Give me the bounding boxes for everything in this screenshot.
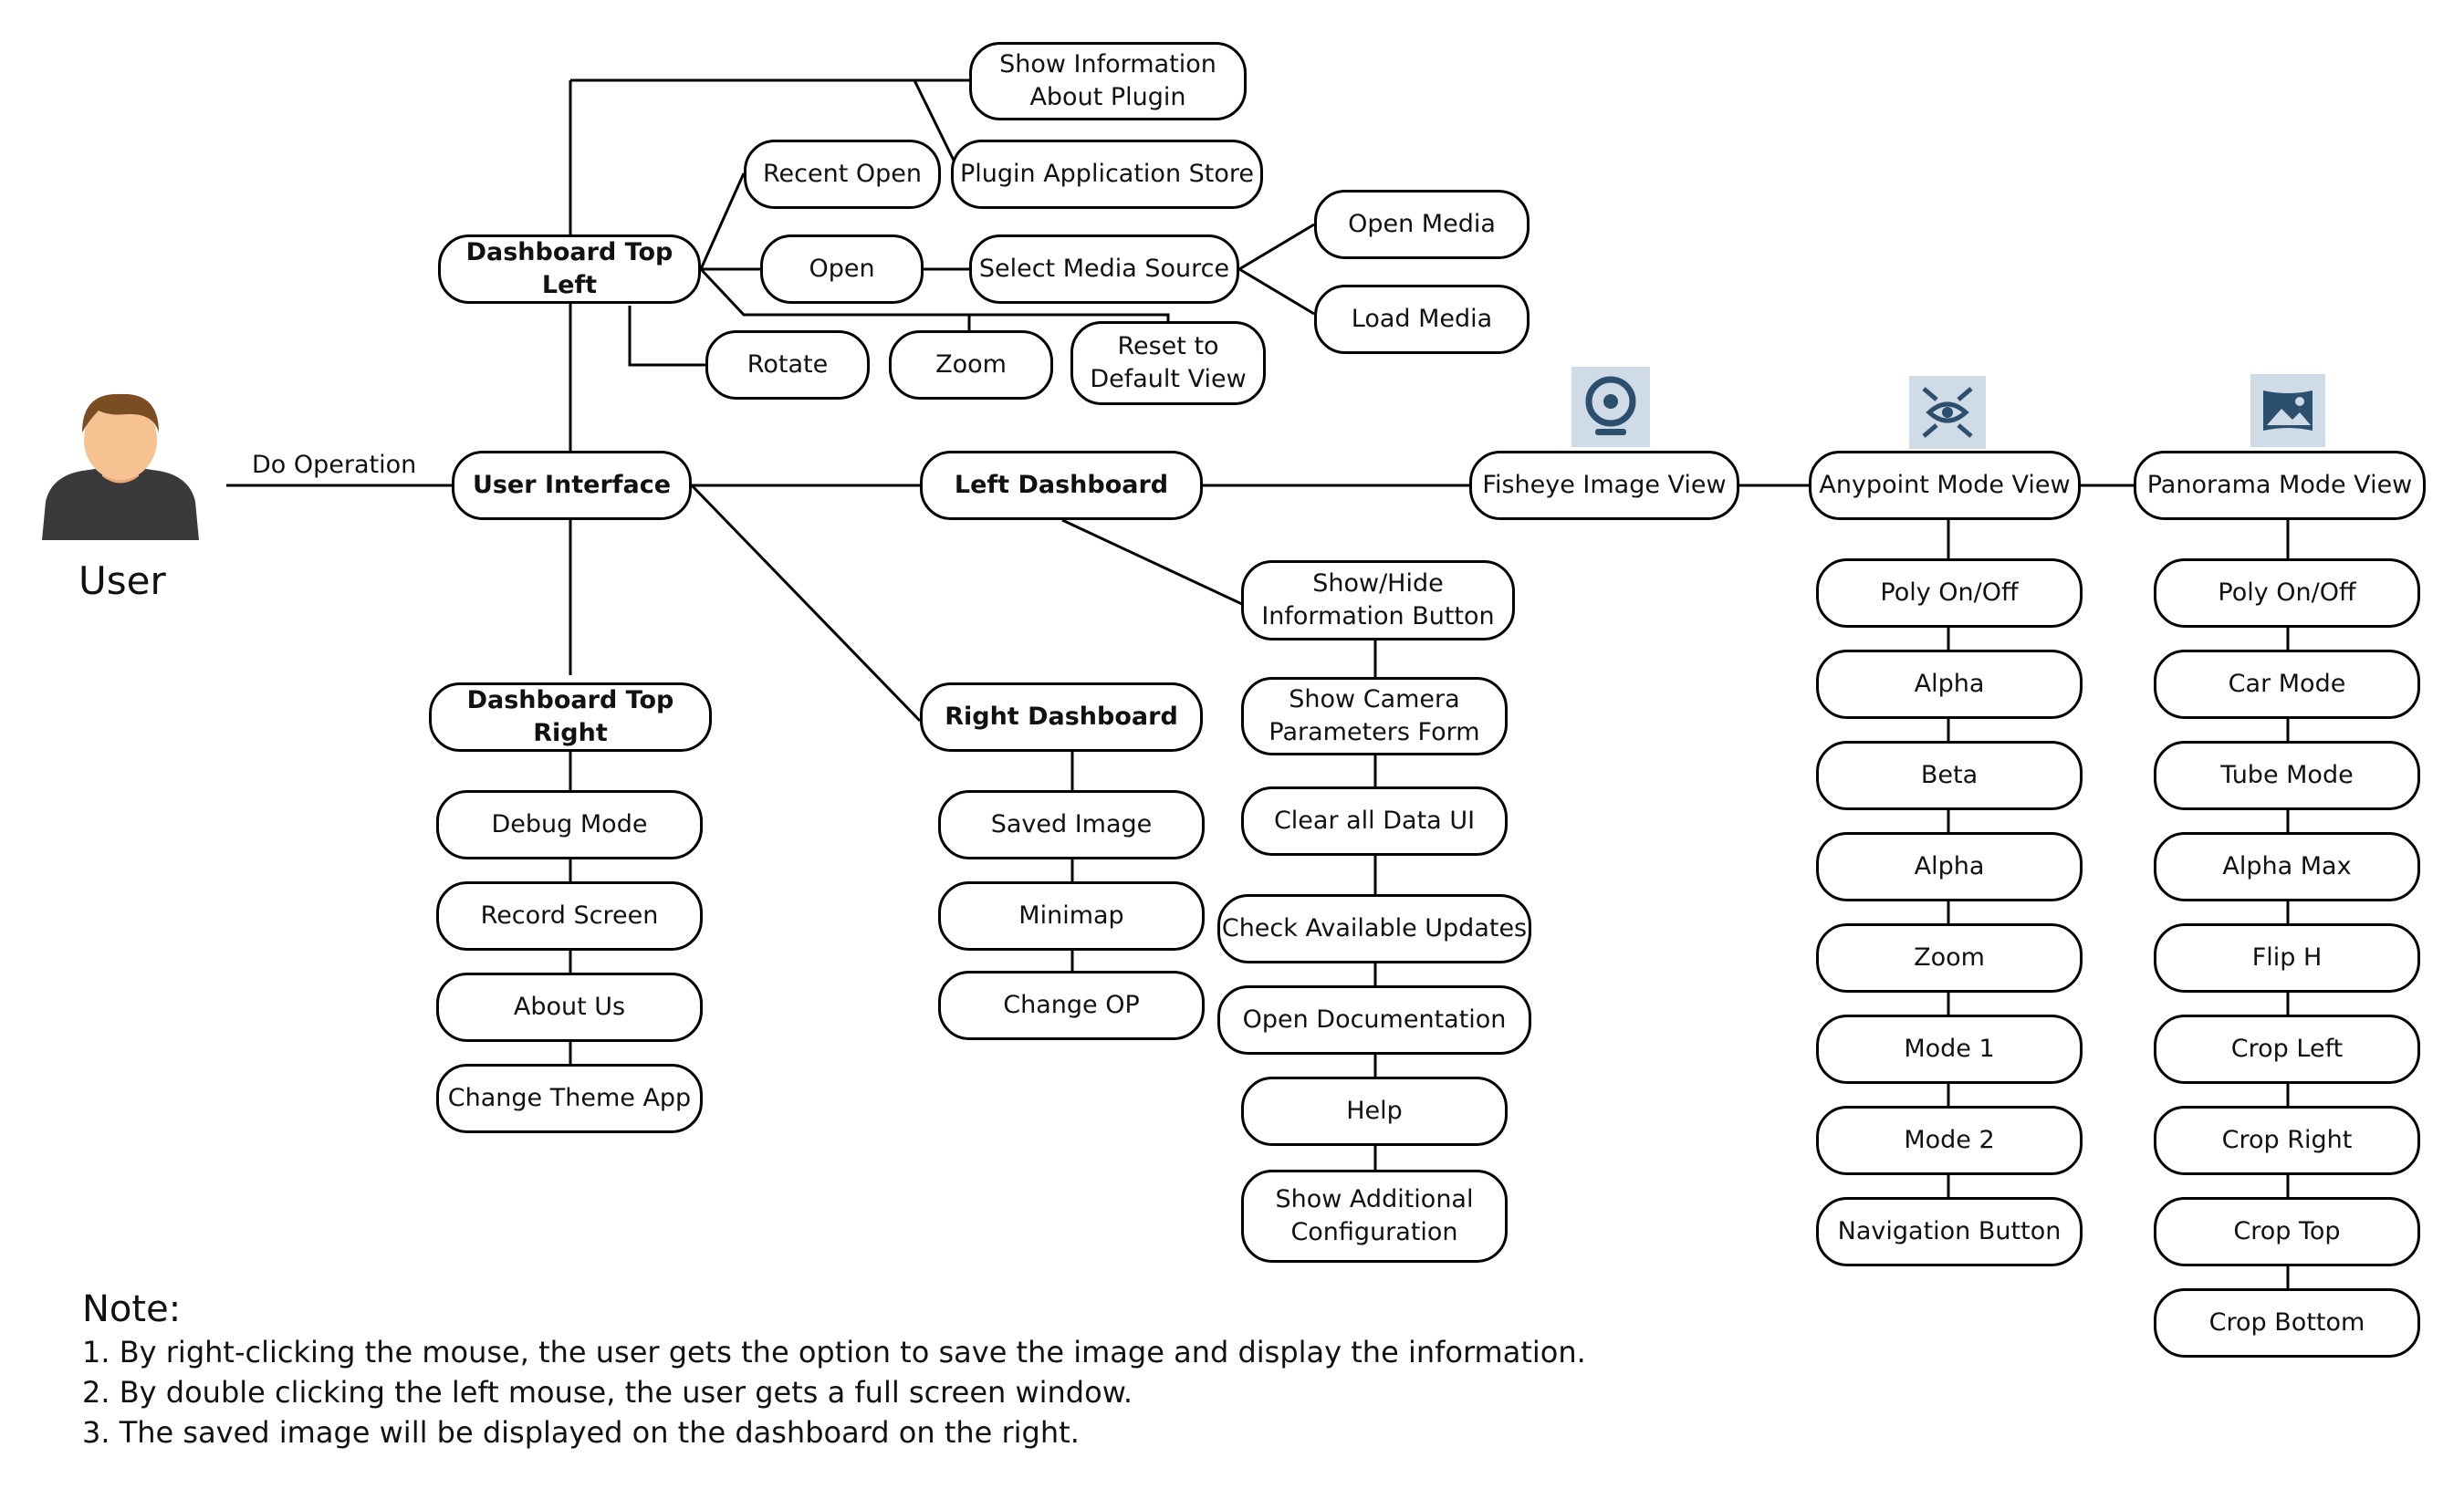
top-right-item: Debug Mode (436, 790, 703, 859)
anypoint-item: Alpha (1816, 832, 2083, 901)
node-user-interface: User Interface (452, 451, 692, 520)
anypoint-item: Beta (1816, 741, 2083, 810)
anypoint-item: Navigation Button (1816, 1197, 2083, 1266)
left-dashboard-item: Open Documentation (1217, 985, 1531, 1055)
left-dashboard-item: Help (1241, 1077, 1508, 1146)
panorama-item: Poly On/Off (2154, 558, 2420, 628)
node-fisheye-view: Fisheye Image View (1469, 451, 1739, 520)
node-dashboard-top-left: Dashboard Top Left (438, 234, 701, 304)
node-plugin-store: Plugin Application Store (951, 140, 1263, 209)
node-select-media-source: Select Media Source (969, 234, 1239, 304)
top-right-item: Change Theme App (436, 1064, 703, 1133)
panorama-item: Crop Left (2154, 1015, 2420, 1084)
anypoint-item: Mode 1 (1816, 1015, 2083, 1084)
panorama-item: Tube Mode (2154, 741, 2420, 810)
panorama-item: Crop Right (2154, 1106, 2420, 1175)
node-show-info-plugin: Show Information About Plugin (969, 42, 1247, 120)
user-avatar-icon (42, 393, 199, 540)
top-right-item: About Us (436, 973, 703, 1042)
edge-label-do-operation: Do Operation (252, 451, 417, 479)
panorama-image-icon (2250, 374, 2325, 447)
left-dashboard-item: Show Camera Parameters Form (1241, 677, 1508, 755)
anypoint-item: Zoom (1816, 923, 2083, 993)
node-open-media: Open Media (1314, 190, 1530, 259)
node-rotate: Rotate (705, 330, 870, 400)
right-dashboard-item: Change OP (938, 971, 1205, 1040)
node-load-media: Load Media (1314, 285, 1530, 354)
anypoint-item: Alpha (1816, 650, 2083, 719)
notes-title: Note: (82, 1288, 182, 1330)
panorama-item: Car Mode (2154, 650, 2420, 719)
anypoint-item: Mode 2 (1816, 1106, 2083, 1175)
node-recent-open: Recent Open (744, 140, 941, 209)
node-panorama-view: Panorama Mode View (2134, 451, 2426, 520)
panorama-item: Crop Bottom (2154, 1288, 2420, 1358)
node-open: Open (760, 234, 924, 304)
node-dashboard-top-right: Dashboard Top Right (429, 682, 712, 752)
top-right-item: Record Screen (436, 881, 703, 951)
node-right-dashboard: Right Dashboard (920, 682, 1203, 752)
node-left-dashboard: Left Dashboard (920, 451, 1203, 520)
node-zoom: Zoom (889, 330, 1053, 400)
panorama-item: Alpha Max (2154, 832, 2420, 901)
anypoint-eye-icon (1909, 376, 1986, 449)
right-dashboard-item: Minimap (938, 881, 1205, 951)
left-dashboard-item: Show/Hide Information Button (1241, 560, 1515, 640)
panorama-item: Crop Top (2154, 1197, 2420, 1266)
note-line: 1. By right-clicking the mouse, the user… (82, 1335, 1586, 1369)
note-line: 2. By double clicking the left mouse, th… (82, 1375, 1133, 1410)
note-line: 3. The saved image will be displayed on … (82, 1415, 1080, 1450)
notes-section: Note: 1. By right-clicking the mouse, th… (82, 1288, 1586, 1453)
user-label: User (78, 558, 166, 603)
left-dashboard-item: Clear all Data UI (1241, 786, 1508, 856)
node-anypoint-view: Anypoint Mode View (1809, 451, 2081, 520)
left-dashboard-item: Show Additional Configuration (1241, 1170, 1508, 1263)
node-reset-view: Reset to Default View (1070, 321, 1266, 405)
left-dashboard-item: Check Available Updates (1217, 894, 1531, 963)
panorama-item: Flip H (2154, 923, 2420, 993)
anypoint-item: Poly On/Off (1816, 558, 2083, 628)
fisheye-camera-icon (1571, 367, 1650, 447)
right-dashboard-item: Saved Image (938, 790, 1205, 859)
